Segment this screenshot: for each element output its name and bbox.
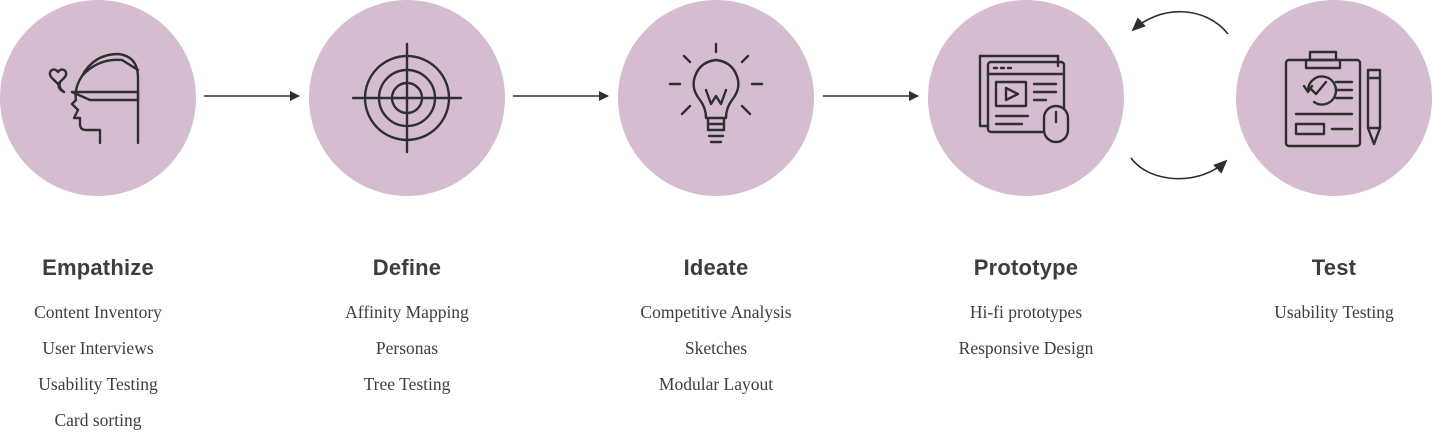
target-crosshair-icon (351, 42, 463, 154)
stage-title: Prototype (973, 255, 1079, 280)
stage-method-list: Content Inventory User Interviews Usabil… (0, 294, 256, 438)
browser-mouse-icon (978, 54, 1070, 144)
method-item: Usability Testing (38, 374, 158, 394)
method-item: Personas (375, 338, 439, 358)
stage-method-list: Hi-fi prototypes Responsive Design (868, 294, 1184, 366)
stage-method-list: Competitive Analysis Sketches Modular La… (558, 294, 874, 402)
lightbulb-icon (668, 42, 764, 144)
clipboard-pencil-icon (1284, 50, 1382, 148)
method-item: Content Inventory (34, 302, 162, 322)
stage-circle (0, 0, 196, 196)
method-item: Competitive Analysis (640, 302, 792, 322)
head-heart-icon (48, 52, 140, 145)
method-item: Card sorting (54, 410, 142, 430)
method-item: Usability Testing (1274, 302, 1394, 322)
method-item: Affinity Mapping (345, 302, 469, 322)
method-item: Sketches (684, 338, 748, 358)
method-item: Hi-fi prototypes (969, 302, 1083, 322)
stage-title: Empathize (42, 255, 154, 280)
stage-circle (618, 0, 814, 196)
stage-circle (309, 0, 505, 196)
stage-circle (1236, 0, 1432, 196)
loop-arrow-test-to-prototype (1131, 10, 1229, 35)
stage-title: Define (372, 255, 442, 280)
stage-title: Ideate (683, 255, 749, 280)
stage-method-list: Affinity Mapping Personas Tree Testing (249, 294, 565, 402)
method-item: Modular Layout (658, 374, 774, 394)
method-item: Tree Testing (363, 374, 451, 394)
method-item: User Interviews (42, 338, 154, 358)
stage-circle (928, 0, 1124, 196)
stage-title: Test (1311, 255, 1357, 280)
stage-method-list: Usability Testing (1176, 294, 1432, 330)
method-item: Responsive Design (958, 338, 1094, 358)
loop-arrow-prototype-to-test (1130, 157, 1228, 180)
